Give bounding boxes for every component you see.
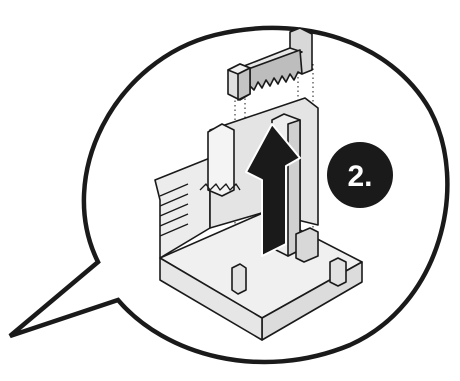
step-badge: 2. (327, 142, 393, 208)
step-number-label: 2. (347, 160, 372, 193)
